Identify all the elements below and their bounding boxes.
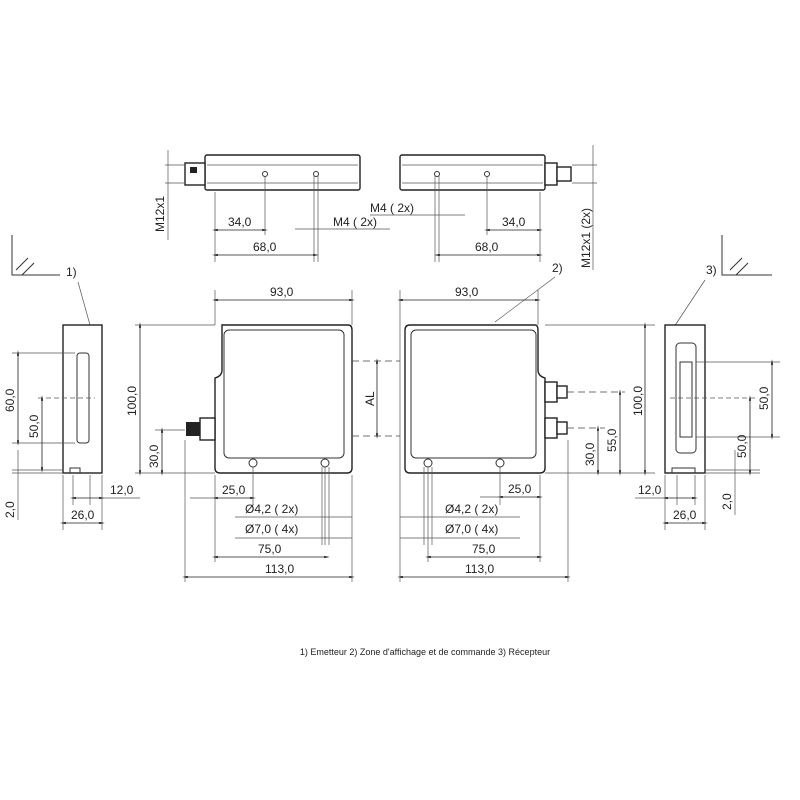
- emitter-end-view: 1) 60,0 50,0 2,0 12,0 26,0: [3, 235, 140, 530]
- dim-al: AL: [363, 391, 377, 406]
- dim-26: 26,0: [71, 508, 95, 522]
- dim-2-right: 2,0: [720, 493, 734, 510]
- emitter-top-view: M12x1 34,0 68,0 M4 ( 2x): [153, 150, 390, 262]
- legend-caption: 1) Emetteur 2) Zone d'affichage et de co…: [300, 647, 550, 657]
- dim-50-r1: 50,0: [757, 386, 771, 410]
- dim-m12x1: M12x1: [153, 196, 167, 232]
- dim-12-right: 12,0: [638, 483, 662, 497]
- dim-93: 93,0: [270, 285, 294, 299]
- dim-dia-7-0: Ø7,0 ( 4x): [245, 522, 298, 536]
- dim-dia-4-2-right: Ø4,2 ( 2x): [445, 502, 498, 516]
- dim-93-right: 93,0: [455, 285, 479, 299]
- label-display: 2): [552, 261, 563, 275]
- label-emitter: 1): [66, 265, 77, 279]
- emitter-front-view: 93,0 100,0 30,0 AL 25,0 Ø4,2 ( 2x) Ø7,0 …: [125, 285, 400, 582]
- dim-50: 50,0: [27, 414, 41, 438]
- receiver-front-view: 2) 93,0 100,0 55,0 30,0 25,0 Ø4,2 ( 2x) …: [397, 261, 655, 582]
- dim-30-right: 30,0: [583, 442, 597, 466]
- label-receiver: 3): [706, 263, 717, 277]
- dim-50-r2: 50,0: [735, 434, 749, 458]
- dim-60: 60,0: [3, 388, 17, 412]
- light-beam-icon: [11, 235, 60, 276]
- dim-25-right: 25,0: [508, 482, 532, 496]
- dim-25: 25,0: [222, 483, 246, 497]
- dim-m4-left: M4 ( 2x): [333, 215, 377, 229]
- dim-26-right: 26,0: [673, 508, 697, 522]
- dim-2: 2,0: [3, 501, 17, 518]
- dim-113-right: 113,0: [465, 562, 494, 576]
- dim-100-right: 100,0: [631, 386, 645, 416]
- dim-34-right: 34,0: [502, 215, 526, 229]
- dim-34: 34,0: [228, 215, 252, 229]
- dim-113: 113,0: [265, 562, 294, 576]
- light-beam-icon: [721, 235, 772, 276]
- dim-30: 30,0: [147, 444, 161, 468]
- dim-55: 55,0: [605, 428, 619, 452]
- dim-100: 100,0: [125, 386, 139, 416]
- receiver-end-view: 3) 50,0 50,0 2,0 12,0 26,0: [635, 235, 780, 530]
- dim-68: 68,0: [253, 240, 277, 254]
- dim-dia-4-2: Ø4,2 ( 2x): [245, 502, 298, 516]
- dim-12: 12,0: [110, 483, 134, 497]
- dim-75: 75,0: [258, 542, 282, 556]
- dim-m4-right: M4 ( 2x): [370, 201, 414, 215]
- dim-68-right: 68,0: [475, 240, 499, 254]
- dim-75-right: 75,0: [472, 542, 496, 556]
- dim-dia-7-0-right: Ø7,0 ( 4x): [445, 522, 498, 536]
- dim-m12x1-2x: M12x1 (2x): [579, 208, 593, 268]
- receiver-top-view: M4 ( 2x) 34,0 68,0 M12x1 (2x): [370, 145, 597, 270]
